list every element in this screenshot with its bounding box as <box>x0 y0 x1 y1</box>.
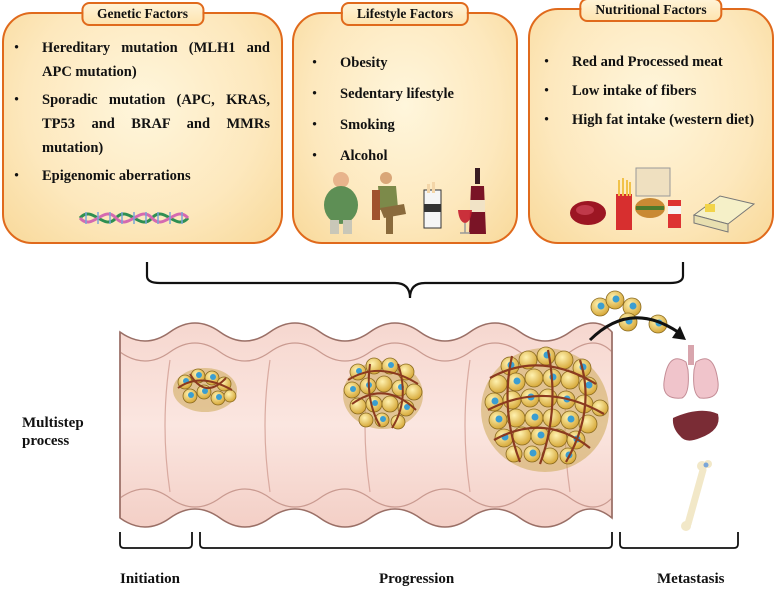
lifestyle-item-smoking: Smoking <box>312 116 512 134</box>
genetic-item-hereditary: Hereditary mutation (MLH1 and APC mutati… <box>14 36 270 84</box>
bone-icon <box>681 460 712 531</box>
butter-icon <box>692 195 756 233</box>
genetic-item-epigenomic: Epigenomic aberrations <box>14 164 270 188</box>
nutritional-item-fibers: Low intake of fibers <box>544 79 770 103</box>
lifestyle-factors-list: Obesity Sedentary lifestyle Smoking Alco… <box>312 54 512 178</box>
metastasis-bracket <box>619 532 739 549</box>
genetic-factors-title: Genetic Factors <box>80 2 205 26</box>
obese-person-icon <box>324 172 358 234</box>
nutritional-factors-title: Nutritional Factors <box>579 0 723 22</box>
metastasis-arrow <box>588 316 679 342</box>
dna-helix-icon <box>78 212 190 224</box>
lifestyle-item-sedentary: Sedentary lifestyle <box>312 85 512 103</box>
lungs-icon <box>663 345 719 399</box>
tumor-advanced <box>481 346 609 472</box>
sedentary-person-icon <box>372 172 406 234</box>
genetic-factors-list: Hereditary mutation (MLH1 and APC mutati… <box>14 36 270 192</box>
fast-food-icon <box>616 167 681 230</box>
stage-progression-label: Progression <box>379 571 455 587</box>
genetic-factors-panel: Genetic Factors Hereditary mutation (MLH… <box>2 2 283 244</box>
stage-initiation-label: Initiation <box>120 571 181 587</box>
progression-bracket <box>199 532 613 549</box>
cigarette-pack-icon <box>423 182 442 229</box>
nutritional-item-meat: Red and Processed meat <box>544 50 770 74</box>
factors-bracket <box>145 262 685 299</box>
lifestyle-item-obesity: Obesity <box>312 54 512 72</box>
nutritional-factors-panel: Nutritional Factors Red and Processed me… <box>528 0 774 244</box>
wine-bottle-icon <box>458 168 486 234</box>
lifestyle-factors-title: Lifestyle Factors <box>340 2 470 26</box>
red-meat-icon <box>570 201 606 225</box>
tumor-initiation <box>173 368 237 412</box>
genetic-item-sporadic: Sporadic mutation (APC, KRAS, TP53 and B… <box>14 88 270 160</box>
lifestyle-item-alcohol: Alcohol <box>312 147 512 165</box>
stage-metastasis-label: Metastasis <box>657 571 725 587</box>
tumor-progression <box>343 357 423 430</box>
nutritional-factors-list: Red and Processed meat Low intake of fib… <box>544 50 770 137</box>
nutritional-item-fat: High fat intake (western diet) <box>544 108 770 132</box>
liver-icon <box>672 410 719 441</box>
initiation-bracket <box>119 532 193 549</box>
multistep-process-label: Multistep process <box>22 415 84 449</box>
